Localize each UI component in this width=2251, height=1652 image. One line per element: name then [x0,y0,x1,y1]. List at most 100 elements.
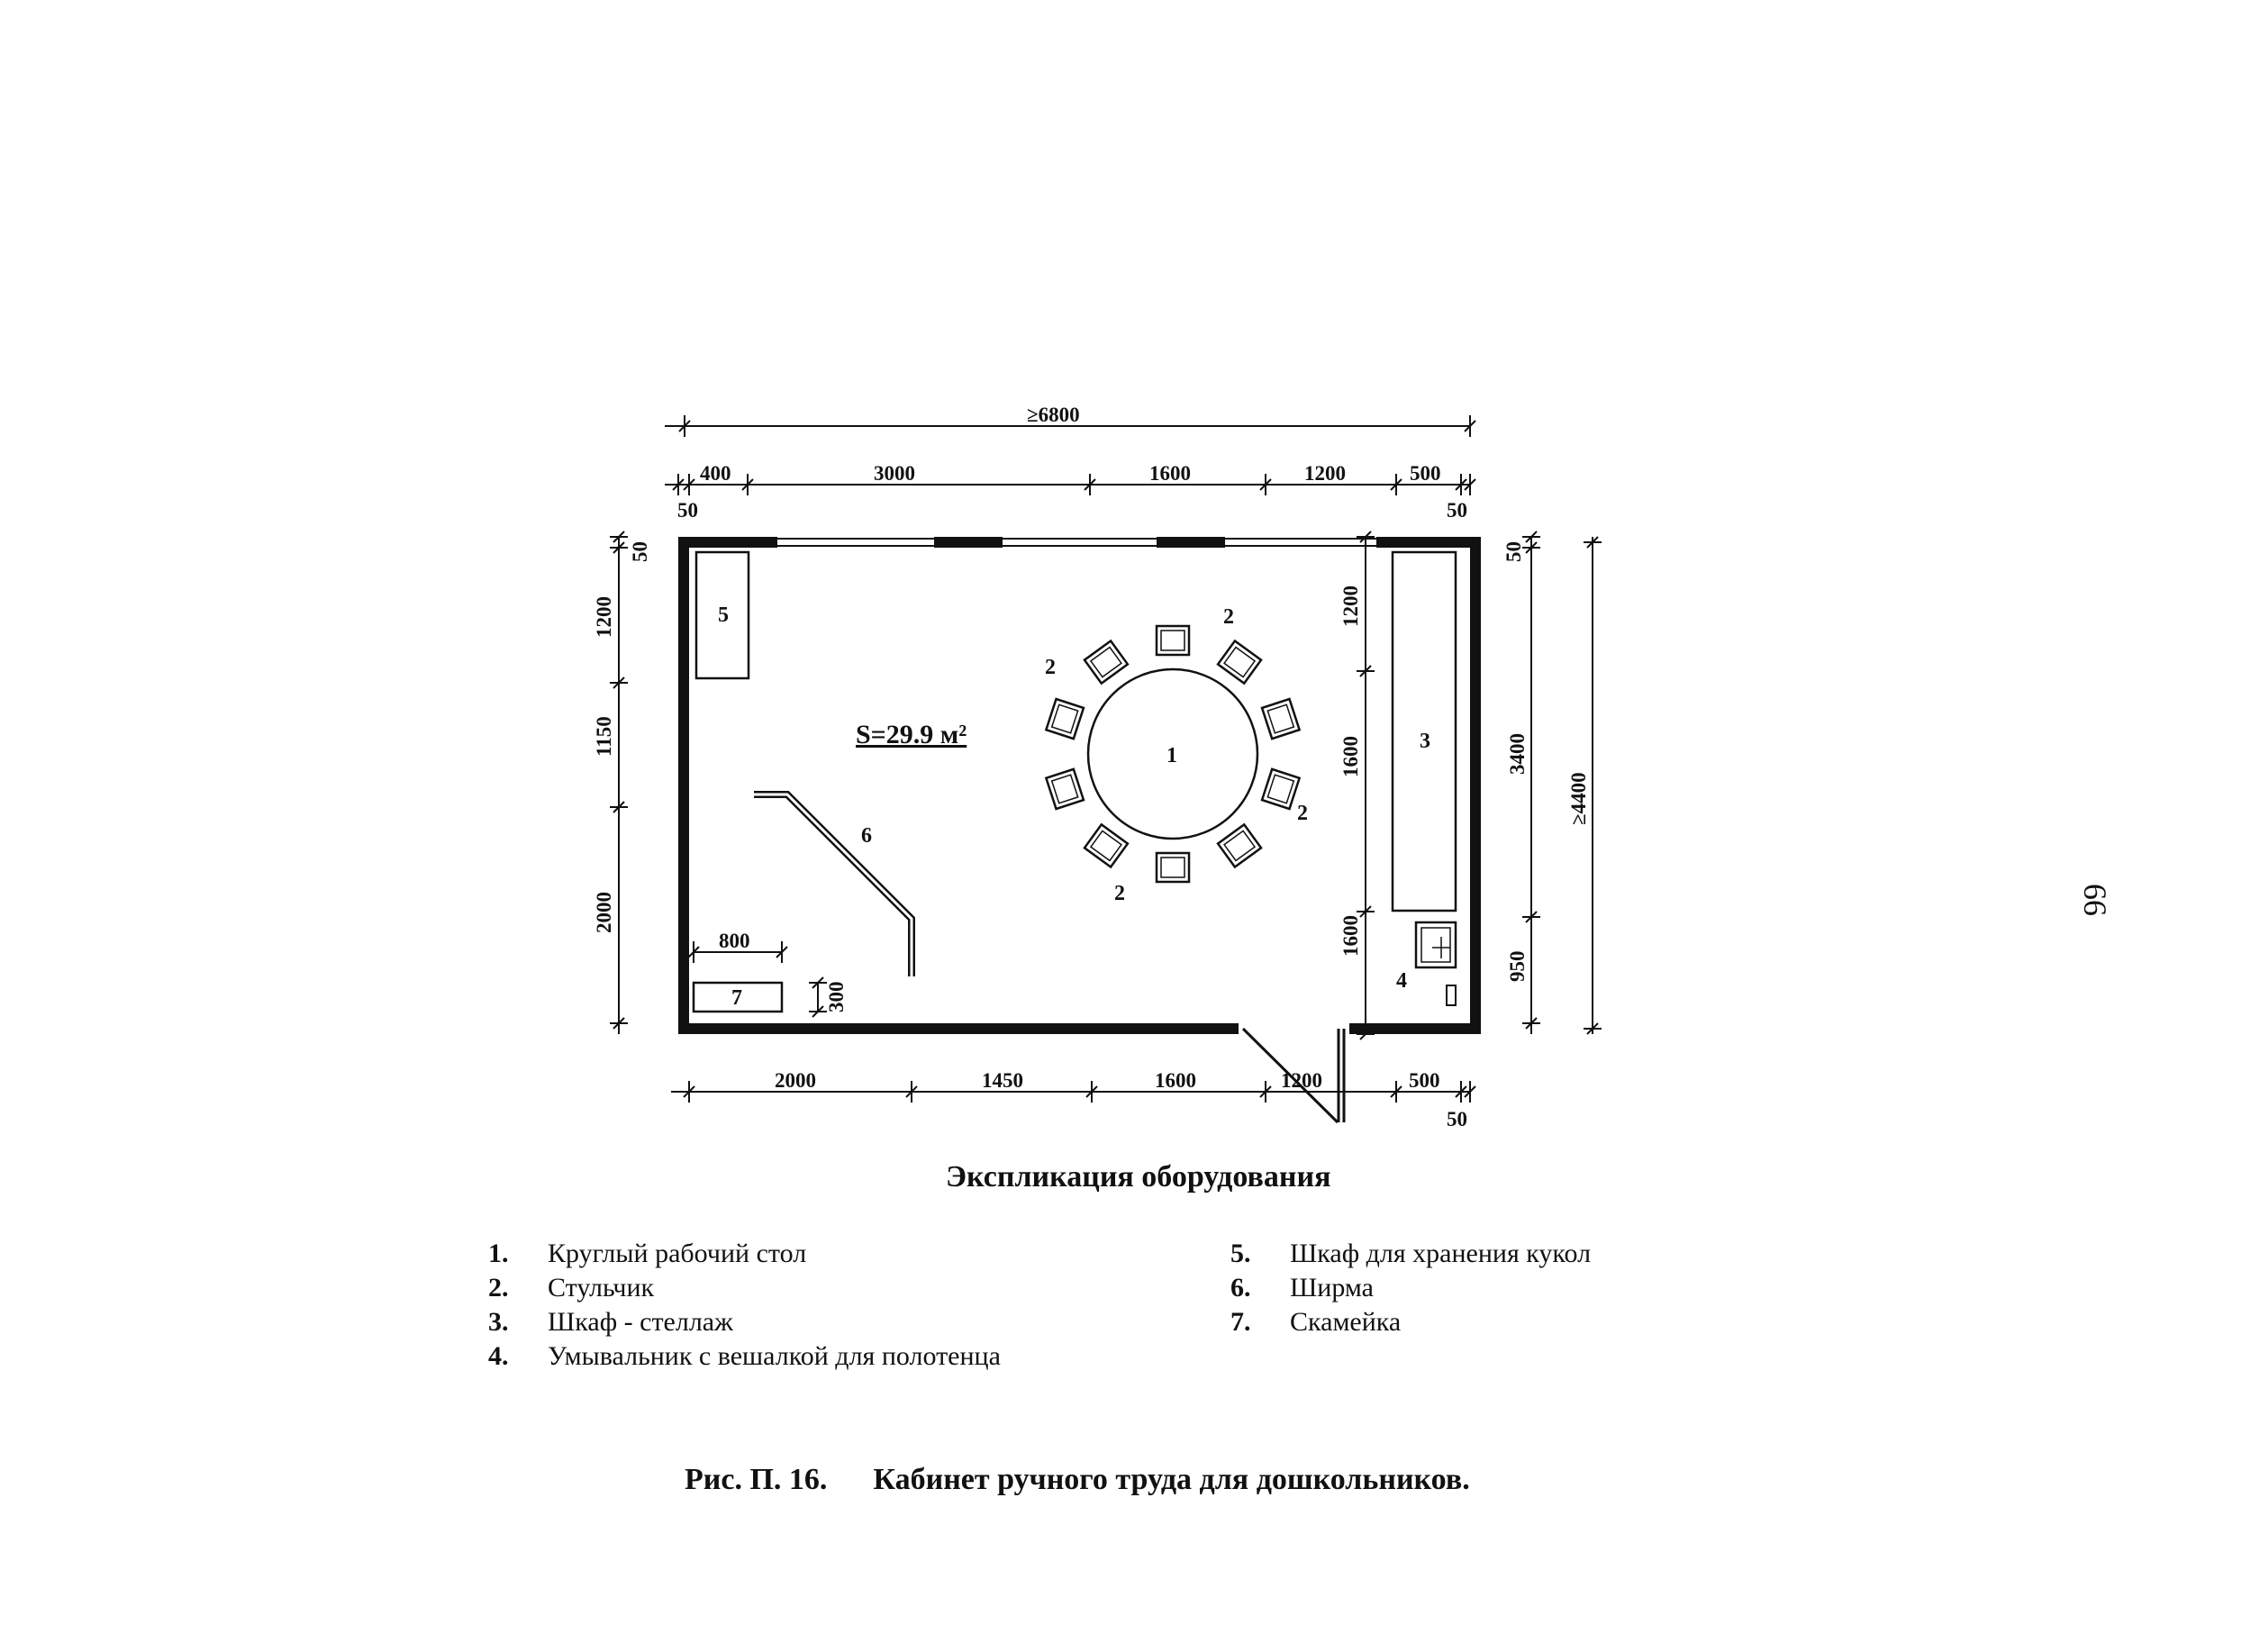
dimension-tick [1357,665,1375,677]
legend-item-number: 1. [488,1239,509,1268]
dimension-tick [1522,541,1540,554]
legend-item-number: 6. [1230,1273,1251,1303]
dimension-tick [1464,415,1476,437]
dimension-tick [1455,474,1467,495]
chair-icon [1083,639,1130,685]
legend-item-text: Шкаф - стеллаж [548,1307,733,1337]
dimension-tick [610,801,628,813]
label-chair-b: 2 [1045,656,1056,679]
doll-cabinet [694,550,750,680]
figure-caption: Рис. П. 16. Кабинет ручного труда для до… [685,1463,1470,1497]
chair-icon [1083,822,1130,869]
left-dim-1: 1200 [593,596,615,638]
legend-title: Экспликация оборудования [946,1160,1331,1194]
right-wall-dim: 50 [1502,541,1525,562]
label-shelf: 3 [1420,730,1430,753]
label-bench: 7 [731,986,742,1010]
label-washbasin: 4 [1396,969,1407,993]
right-inner-dim-3: 1600 [1339,915,1362,957]
legend-item-text: Умывальник с вешалкой для полотенца [548,1341,1001,1371]
label-table: 1 [1166,744,1177,767]
bottom-dim-5: 500 [1409,1069,1440,1092]
dimension-tick [1584,1022,1602,1035]
dimension-tick [610,531,628,543]
right-dim-2: 950 [1506,951,1529,983]
figure-number: Рис. П. 16. [685,1463,828,1496]
dimension-tick [1584,536,1602,549]
dimension-tick [672,474,685,495]
page-number: 66 [2077,884,2113,916]
legend-item-number: 3. [488,1307,509,1337]
label-chair-d: 2 [1114,882,1125,905]
top-dim-3: 1600 [1149,462,1191,485]
left-dim-2: 1150 [593,716,615,757]
top-overall-dim: ≥6800 [1027,404,1080,426]
top-dim-4: 1200 [1304,462,1346,485]
legend-item: 3. Шкаф - стеллаж [488,1305,1001,1339]
dimension-tick [1357,531,1375,543]
bottom-dim-4: 1200 [1281,1069,1322,1092]
dimension-tick [1357,905,1375,918]
dimension-labels: ≥6800 400 3000 1600 1200 500 50 50 50 12… [593,404,1590,1130]
legend-item: 2.Стульчик [488,1271,1001,1305]
dimension-ticks [610,415,1602,1103]
bottom-wall-dim: 50 [1447,1108,1467,1130]
legend-item: 5.Шкаф для хранения кукол [1230,1237,1591,1271]
dimension-tick [1259,474,1272,495]
dimension-tick [678,415,691,437]
chair-icon [1216,822,1263,869]
dimension-tick [1522,531,1540,543]
chair-icon [1216,639,1263,685]
figure-title: Кабинет ручного труда для дошкольников. [873,1463,1470,1496]
legend-item-number: 4. [488,1341,509,1371]
label-chair-c: 2 [1297,802,1308,825]
dimension-tick [741,474,754,495]
dimension-tick [1464,1081,1476,1103]
legend-item-number: 7. [1230,1307,1251,1337]
chair-icon [1155,624,1191,657]
dimension-tick [1259,1081,1272,1103]
dimension-tick [683,1081,695,1103]
shelf-cabinet [1391,550,1457,912]
chair-icon [1044,767,1085,811]
dimension-tick [809,1005,827,1018]
legend-item: 1. Круглый рабочий стол [488,1237,1001,1271]
legend-item-number: 2. [488,1273,509,1303]
right-overall-dim: ≥4400 [1567,772,1590,825]
top-wall-right-dim: 50 [1447,499,1467,522]
dimension-tick [1084,474,1096,495]
legend-item-number: 5. [1230,1239,1251,1268]
chairs [1044,624,1302,884]
top-wall-left-dim: 50 [677,499,698,522]
dimension-tick [1522,911,1540,923]
legend-left-column: 1. Круглый рабочий стол 2.Стульчик 3. Шкаф… [488,1237,1001,1374]
dimension-tick [1455,1081,1467,1103]
dimension-tick [905,1081,918,1103]
dimension-lines [618,425,1593,1093]
left-wall-dim: 50 [629,541,651,562]
right-inner-dim-1: 1200 [1339,585,1362,627]
legend-right-column: 5.Шкаф для хранения кукол 6.Ширма 7.Скам… [1230,1237,1591,1339]
bench [692,981,784,1013]
round-work-table [1086,667,1259,840]
bench-depth-dim: 300 [825,982,848,1013]
chair-icon [1260,767,1302,811]
dimension-tick [683,474,695,495]
folding-screen [754,791,915,976]
dimension-tick [776,941,788,963]
bottom-dim-2: 1450 [982,1069,1023,1092]
legend-item: 4. Умывальник с вешалкой для полотенца [488,1339,1001,1374]
bottom-dim-1: 2000 [775,1069,816,1092]
dimension-tick [687,941,700,963]
dimension-tick [1464,474,1476,495]
washbasin [1414,921,1457,1006]
area-label: S=29.9 м² [856,720,967,749]
chair-icon [1260,697,1302,740]
legend-item-text: Круглый рабочий стол [548,1239,807,1268]
item-labels: S=29.9 м² 1 2 2 2 2 3 4 5 6 7 [718,604,1430,1010]
top-dim-5: 500 [1410,462,1441,485]
windows [777,538,1376,547]
top-dim-1: 400 [700,462,731,485]
dimension-tick [1522,1017,1540,1030]
